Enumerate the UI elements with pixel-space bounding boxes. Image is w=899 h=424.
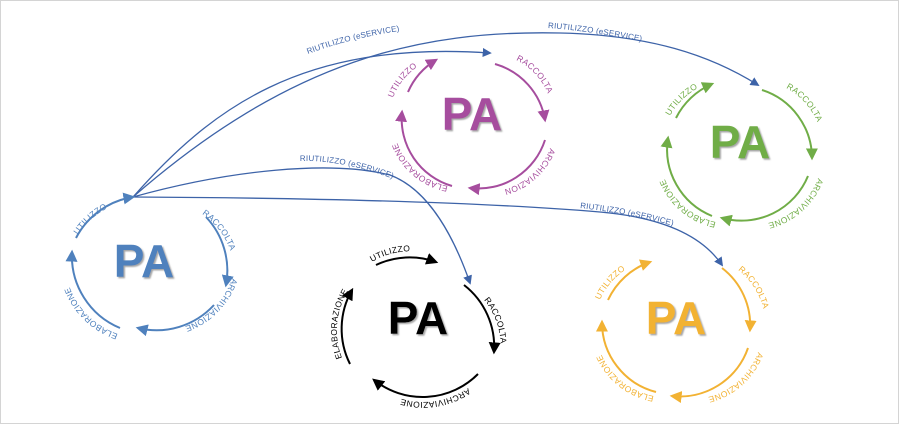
cycle-orange-title: PA (646, 292, 707, 344)
cycle-black-arc-top (375, 253, 439, 266)
reuse-label-2: RIUTILIZZO (eSERVICE) (548, 21, 643, 43)
cycle-green-label-raccolta: RACCOLTA (785, 81, 825, 123)
cycle-orange: UTILIZZO RACCOLTA ARCHIVIAZIONE ELABORAZ… (593, 259, 771, 405)
cycle-black-arc-bottom (372, 373, 479, 398)
cycle-black-title: PA (388, 292, 449, 344)
cycle-orange-arc-top (607, 259, 653, 301)
cycle-green-title: PA (710, 116, 771, 168)
cycle-green-label-archiviazione: ARCHIVIAZIONE (767, 177, 825, 231)
cycle-green-arc-bottom (719, 175, 809, 227)
cycle-orange-label-archiviazione: ARCHIVIAZIONE (707, 351, 765, 405)
cycle-black-label-archiviazione: ARCHIVIAZIONE (399, 386, 473, 410)
cycle-left-arc-bottom (135, 304, 215, 337)
cycle-black-arc-left (340, 287, 354, 365)
cycle-black-label-raccolta: RACCOLTA (482, 295, 508, 344)
cycle-green-arc-right (761, 89, 818, 161)
cycle-left: UTILIZZO RACCOLTA ARCHIVIAZIONE ELABORAZ… (62, 192, 240, 342)
cycle-green-arc-left (660, 135, 713, 217)
cycle-orange-label-elaborazione: ELABORAZIONE (594, 353, 654, 403)
cycle-left-label-archiviazione: ARCHIVIAZIONE (184, 277, 240, 334)
cycle-purple-arc-bottom (467, 139, 546, 196)
reuse-label-4: RIUTILIZZO (eSERVICE) (580, 201, 675, 228)
cycle-left-label-elaborazione: ELABORAZIONE (62, 286, 119, 342)
cycle-purple-label-raccolta: RACCOLTA (515, 53, 555, 95)
cycle-green: UTILIZZO RACCOLTA ARCHIVIAZIONE ELABORAZ… (657, 81, 825, 231)
cycle-purple-label-elaborazione: ELABORAZIONE (390, 142, 449, 194)
cycle-green-label-utilizzo: UTILIZZO (663, 81, 699, 117)
reuse-arrow-to-black (132, 167, 472, 285)
cycle-purple-arc-right (494, 63, 550, 123)
cycle-purple-arc-left (395, 109, 453, 187)
cycle-black-label-elaborazione: ELABORAZIONE (329, 287, 350, 361)
cycle-black-arc-right (463, 284, 501, 355)
cycle-left-arc-left (65, 249, 121, 329)
cycle-green-arc-top (675, 82, 715, 119)
cycle-purple-arc-top (407, 58, 439, 93)
cycle-left-label-utilizzo: UTILIZZO (71, 201, 108, 236)
cycle-purple-title: PA (442, 88, 503, 140)
reuse-label-3: RIUTILIZZO (eSERVICE) (300, 154, 395, 181)
reuse-arrow-to-purple (132, 47, 492, 198)
cycle-orange-arc-bottom (669, 347, 749, 404)
cycle-orange-arc-left (595, 319, 657, 393)
cycle-left-arc-top (75, 192, 136, 239)
reuse-label-1: RIUTILIZZO (eSERVICE) (305, 24, 400, 56)
cycle-purple: UTILIZZO RACCOLTA ARCHIVIAZIONE ELABORAZ… (0, 0, 557, 197)
cycle-orange-arc-right (721, 267, 757, 333)
cycle-black: UTILIZZO RACCOLTA ARCHIVIAZIONE ELABORAZ… (329, 243, 509, 410)
cycle-left-title: PA (114, 235, 175, 287)
reuse-arrow-to-green (132, 32, 760, 198)
cycle-orange-label-raccolta: RACCOLTA (737, 264, 771, 310)
cycle-left-label-raccolta: RACCOLTA (201, 207, 238, 251)
cycle-left-arc-right (205, 216, 234, 288)
reuse-arrow-to-orange (132, 196, 724, 267)
